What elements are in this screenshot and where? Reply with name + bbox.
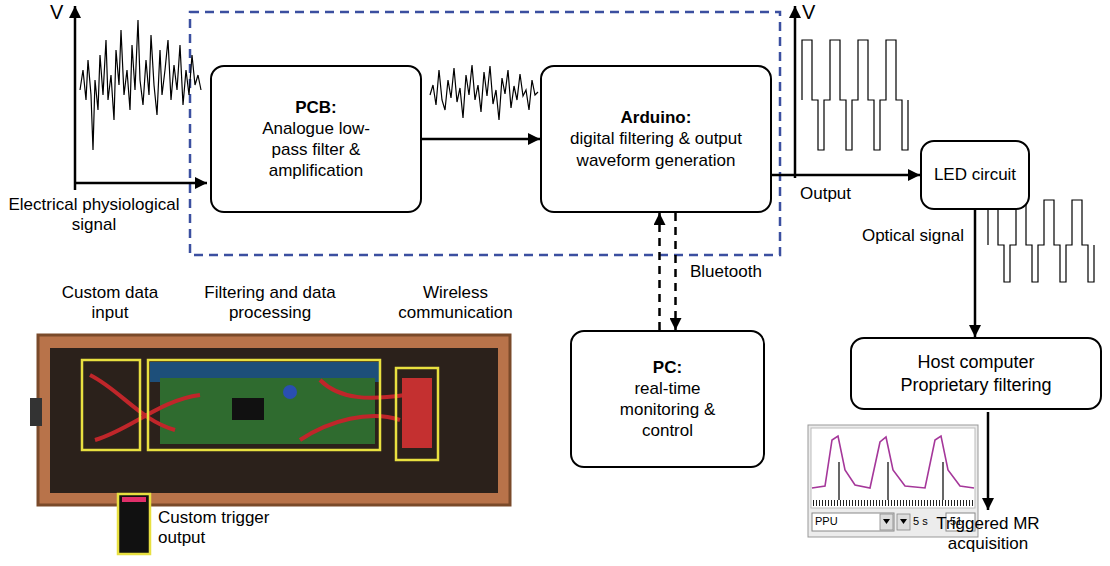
connector <box>30 398 42 426</box>
dropdown-button <box>880 514 893 530</box>
connector-line <box>974 210 977 337</box>
text-label: Custom data input <box>55 283 165 324</box>
trigger-marker <box>942 462 943 500</box>
edge-label: Bluetooth <box>690 262 790 282</box>
trigger-output-tip <box>122 497 146 502</box>
waveform <box>812 436 974 488</box>
dropdown-button <box>897 514 910 530</box>
noisy-signal <box>80 20 201 150</box>
axis-line <box>74 6 77 190</box>
trigger-marker <box>838 462 839 500</box>
connector-line <box>658 213 661 330</box>
box-text: Analogue low-pass filter & amplification <box>249 118 384 182</box>
text-label: V <box>802 0 826 24</box>
box-content: PC:real-time monitoring & control <box>608 357 728 442</box>
highlight-box <box>396 368 438 460</box>
box-heading: PCB: <box>295 97 337 118</box>
box-text: digital filtering & output waveform gene… <box>550 128 762 171</box>
dropdown-box <box>812 513 894 531</box>
process-box: Arduino:digital filtering & output wavef… <box>540 65 772 213</box>
text-label: Wireless communication <box>388 283 523 324</box>
process-box: PC:real-time monitoring & control <box>570 330 765 468</box>
chip <box>232 398 264 420</box>
box-heading: Arduino: <box>621 107 692 128</box>
trigger-output <box>118 494 150 554</box>
dropdown-arrow <box>883 519 890 524</box>
connector <box>422 139 540 140</box>
box-content: Arduino:digital filtering & output wavef… <box>550 107 762 171</box>
device-interior <box>50 348 498 493</box>
text-label: Custom trigger output <box>158 508 288 549</box>
box-content: LED circuit <box>934 164 1016 185</box>
text-label: Triggered MR acquisition <box>918 514 1058 555</box>
connector-line <box>422 138 540 141</box>
highlight-box <box>148 360 380 450</box>
box-text: real-time monitoring & control <box>608 378 728 442</box>
text-label: Output <box>800 184 880 204</box>
tick-row <box>812 500 974 506</box>
dropdown-arrow <box>900 519 907 524</box>
square-wave <box>988 200 1094 282</box>
axis-line <box>75 182 207 185</box>
connector <box>772 175 920 176</box>
text-label: V <box>50 0 74 24</box>
text-label: PPU <box>815 515 855 528</box>
square-wave <box>802 40 908 150</box>
wires <box>90 375 405 440</box>
box-text: Host computer Proprietary filtering <box>876 351 1076 396</box>
text-label: Filtering and data processing <box>200 283 340 324</box>
device-housing <box>38 335 510 505</box>
pcb <box>160 378 375 444</box>
edge-label: Optical signal <box>822 226 964 246</box>
filtered-signal <box>430 65 538 120</box>
process-box: Host computer Proprietary filtering <box>850 337 1102 410</box>
wireless-module <box>402 378 432 448</box>
box-content: Host computer Proprietary filtering <box>876 351 1076 396</box>
connector <box>660 213 676 330</box>
box-heading: PC: <box>653 357 682 378</box>
box-content: PCB:Analogue low-pass filter & amplifica… <box>249 97 384 182</box>
connector-line <box>772 174 920 177</box>
dashed-enclosure <box>190 12 780 255</box>
axis-line <box>794 6 797 178</box>
process-box: PCB:Analogue low-pass filter & amplifica… <box>210 65 422 213</box>
arrow-line <box>987 412 990 510</box>
box-text: LED circuit <box>934 164 1016 185</box>
plot-area <box>811 428 975 508</box>
process-box: LED circuit <box>920 140 1030 210</box>
potentiometer <box>283 385 297 399</box>
highlight-box <box>82 360 140 450</box>
text-label: Electrical physiological signal <box>0 195 188 236</box>
trigger-marker <box>887 462 888 500</box>
connector-line <box>674 213 677 330</box>
connector <box>975 210 976 337</box>
